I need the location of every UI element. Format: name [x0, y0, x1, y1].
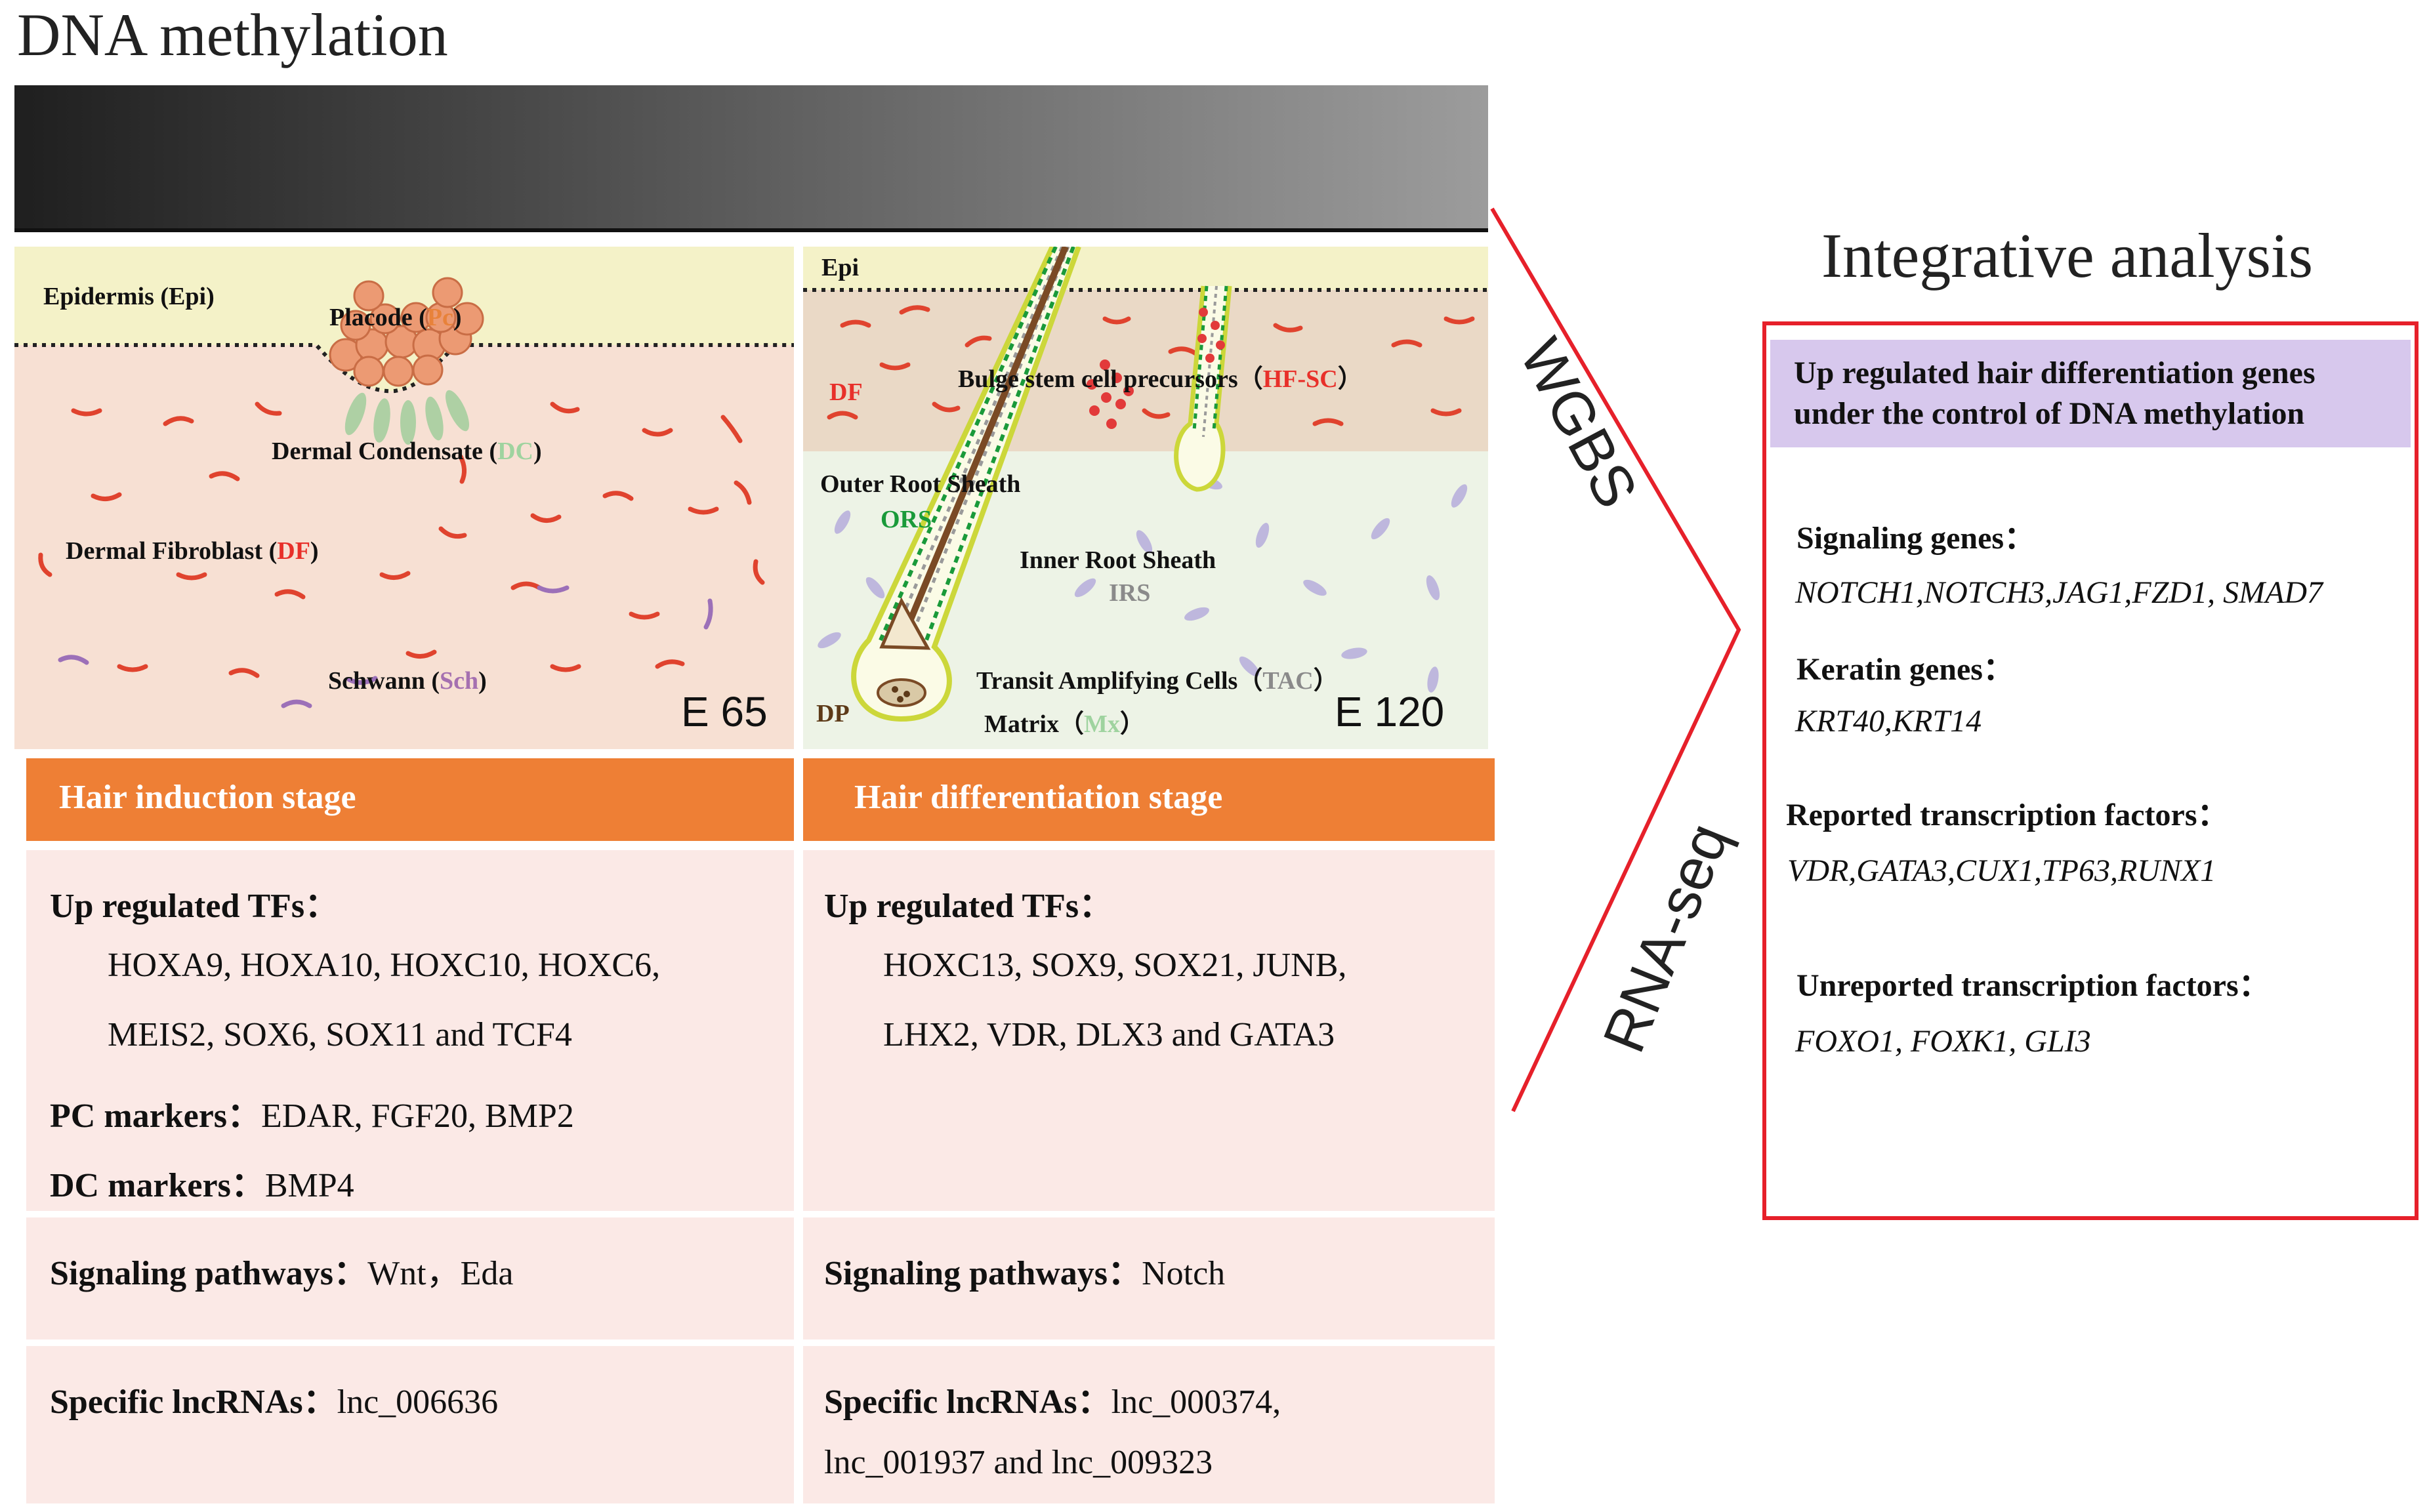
- differentiation-lncrna-cell: [803, 1346, 1495, 1503]
- schwann-cells: [58, 585, 713, 708]
- reported-tf-genes: VDR,GATA3,CUX1,TP63,RUNX1: [1787, 853, 2216, 888]
- induction-tfs-line1: HOXA9, HOXA10, HOXC10, HOXC6,: [108, 947, 661, 984]
- induction-tfs-cell: [26, 850, 794, 1211]
- integrative-analysis-box: [1762, 321, 2419, 1220]
- epi-label: Epi: [821, 254, 860, 281]
- fibroblast-cells: [827, 305, 1475, 426]
- unreported-tf-genes: FOXO1, FOXK1, GLI3: [1795, 1024, 2091, 1059]
- induction-tfs-line2: MEIS2, SOX6, SOX11 and TCF4: [108, 1016, 572, 1053]
- placode-label: Placode (Pc): [329, 304, 462, 331]
- hair-follicle-main: [851, 247, 1134, 722]
- hair-follicle-secondary: [1174, 285, 1232, 492]
- dermal-cells: [818, 476, 1468, 693]
- bulge-label: Bulge stem cell precursors（HF-SC）: [958, 365, 1363, 393]
- dermal-fibroblast-label: Dermal Fibroblast (DF): [66, 537, 319, 565]
- placode-cells: [329, 277, 484, 387]
- ors-label: Outer Root Sheath: [820, 470, 1021, 498]
- signaling-genes: NOTCH1,NOTCH3,JAG1,FZD1, SMAD7: [1795, 575, 2323, 610]
- schwann-label: Schwann (Sch): [328, 667, 487, 695]
- methylation-gradient-bar: [14, 85, 1488, 232]
- induction-stage-drawing: [14, 247, 794, 708]
- keratin-genes-label: Keratin genes：: [1796, 652, 2014, 687]
- signaling-genes-label: Signaling genes：: [1796, 521, 2036, 556]
- differentiation-tfs-line2: LHX2, VDR, DLX3 and GATA3: [883, 1016, 1335, 1053]
- induction-signaling: Signaling pathways：Wnt，Eda: [50, 1255, 514, 1292]
- matrix-label: Matrix（Mx）: [984, 710, 1145, 738]
- dermal-condensate-cells: [344, 390, 470, 445]
- differentiation-stage-drawing: [803, 247, 1488, 749]
- differentiation-tfs-cell: [803, 850, 1495, 1211]
- dermal-condensate-label: Dermal Condensate (DC): [272, 438, 542, 465]
- dp-label: DP: [816, 700, 850, 727]
- stage-e65-label: E 65: [681, 688, 768, 735]
- induction-lncrna-cell: [26, 1346, 794, 1503]
- tac-label: Transit Amplifying Cells（TAC）: [976, 667, 1339, 695]
- differentiation-signaling-cell: [803, 1217, 1495, 1339]
- induction-signaling-cell: [26, 1217, 794, 1339]
- induction-tfs-label: Up regulated TFs：: [50, 888, 339, 925]
- header-line1: Up regulated hair differentiation genes: [1794, 356, 2315, 390]
- irs-abbr: IRS: [1109, 579, 1151, 607]
- differentiation-lncrna-line2: lnc_001937 and lnc_009323: [824, 1444, 1213, 1481]
- differentiation-stage-header: Hair differentiation stage: [803, 758, 1495, 841]
- ors-abbr: ORS: [881, 506, 932, 533]
- integrative-analysis-title: Integrative analysis: [1821, 220, 2314, 291]
- df-label: DF: [829, 378, 863, 406]
- differentiation-tfs-line1: HOXC13, SOX9, SOX21, JUNB,: [883, 947, 1347, 984]
- pc-markers: PC markers：EDAR, FGF20, BMP2: [50, 1097, 574, 1135]
- unreported-tf-label: Unreported transcription factors：: [1796, 968, 2270, 1003]
- dc-markers: DC markers：BMP4: [50, 1167, 354, 1204]
- epidermis-label: Epidermis (Epi): [43, 283, 215, 310]
- figure-title: DNA methylation: [17, 1, 448, 68]
- differentiation-signaling: Signaling pathways：Notch: [824, 1255, 1226, 1292]
- header-line2: under the control of DNA methylation: [1794, 396, 2305, 431]
- integrative-analysis-header: Up regulated hair differentiation genes …: [1770, 340, 2411, 447]
- differentiation-tfs-label: Up regulated TFs：: [824, 888, 1113, 925]
- reported-tf-label: Reported transcription factors：: [1786, 798, 2229, 832]
- fibroblast-cells: [38, 401, 765, 678]
- keratin-genes: KRT40,KRT14: [1795, 704, 1982, 739]
- stage-e120-label: E 120: [1335, 688, 1445, 735]
- differentiation-lncrna: Specific lncRNAs：lnc_000374,: [824, 1383, 1281, 1421]
- induction-stage-illustration: Epidermis (Epi) Placode (Pc) Dermal Cond…: [14, 247, 794, 749]
- irs-label: Inner Root Sheath: [1020, 546, 1216, 574]
- induction-lncrna: Specific lncRNAs：lnc_006636: [50, 1383, 499, 1421]
- integration-bracket: [1490, 207, 1741, 1113]
- induction-stage-header: Hair induction stage: [26, 758, 794, 841]
- differentiation-stage-illustration: Epi DF Bulge stem cell precursors（HF-SC）…: [803, 247, 1488, 749]
- bulge-stem-cells: [1087, 359, 1134, 429]
